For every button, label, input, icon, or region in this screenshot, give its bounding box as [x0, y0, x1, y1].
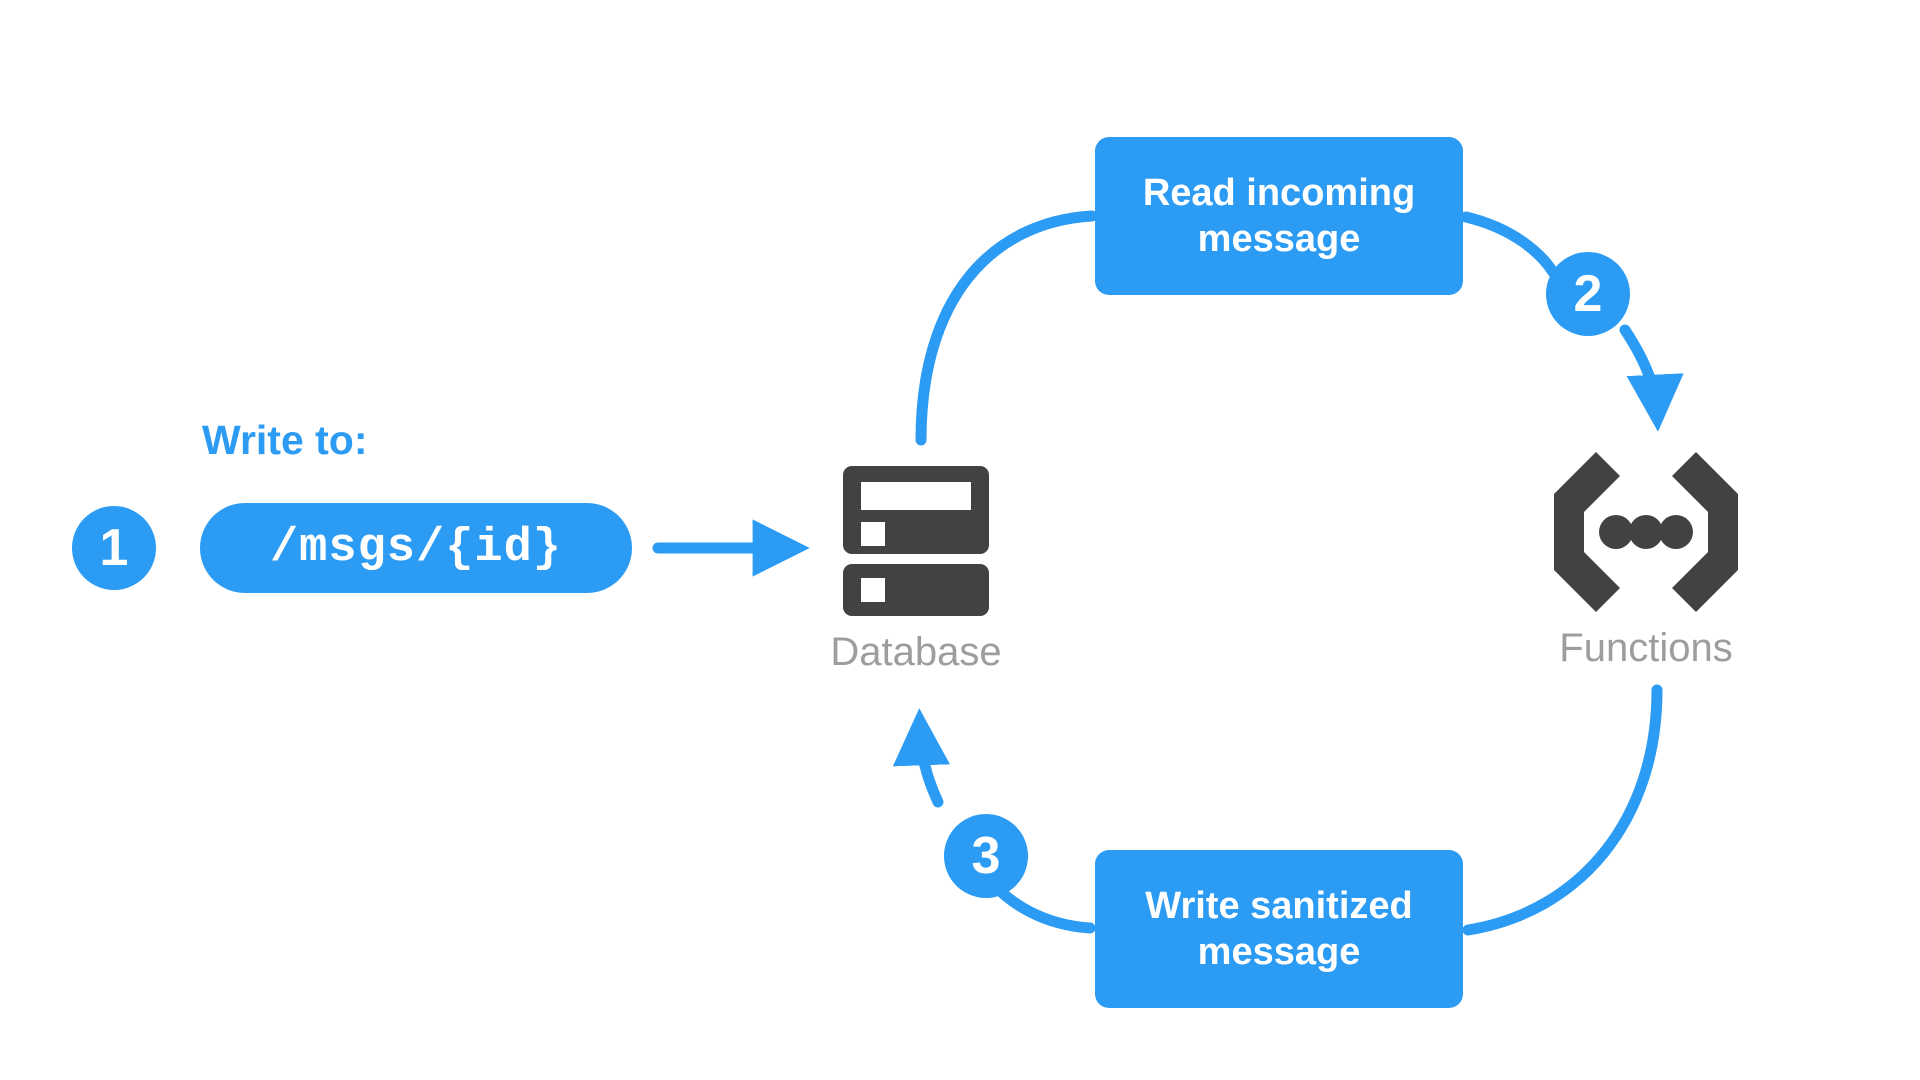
database-path-value: /msgs/{id} — [269, 521, 563, 575]
write-line-1: Write sanitized — [1145, 884, 1413, 927]
action-box-read-incoming-message[interactable]: Read incoming message — [1095, 137, 1463, 295]
action-box-read-text: Read incoming message — [1143, 170, 1415, 263]
edge-badge2-to-functions — [1619, 324, 1684, 432]
read-line-1: Read incoming — [1142, 171, 1416, 214]
step-badge-2[interactable]: 2 — [1546, 252, 1630, 336]
node-database[interactable]: Database — [780, 466, 1052, 675]
read-line-2: message — [1197, 218, 1361, 260]
edge-badge3-to-database — [892, 708, 950, 808]
edge-database-to-read — [915, 210, 1098, 446]
database-path-pill[interactable]: /msgs/{id} — [200, 503, 632, 593]
edge-functions-to-write — [1462, 684, 1663, 936]
database-label: Database — [830, 630, 1002, 674]
functions-label: Functions — [1559, 626, 1733, 670]
step-badge-3[interactable]: 3 — [944, 814, 1028, 898]
node-functions[interactable]: Functions — [1510, 452, 1782, 671]
action-box-write-text: Write sanitized message — [1145, 883, 1412, 976]
step-badge-1[interactable]: 1 — [72, 506, 156, 590]
write-to-label: Write to: — [202, 417, 368, 463]
edge-read-to-badge2 — [1460, 211, 1559, 278]
functions-braces-icon — [1554, 452, 1738, 612]
database-icon — [843, 466, 989, 616]
write-line-2: message — [1197, 931, 1361, 973]
action-box-write-sanitized-message[interactable]: Write sanitized message — [1095, 850, 1463, 1008]
